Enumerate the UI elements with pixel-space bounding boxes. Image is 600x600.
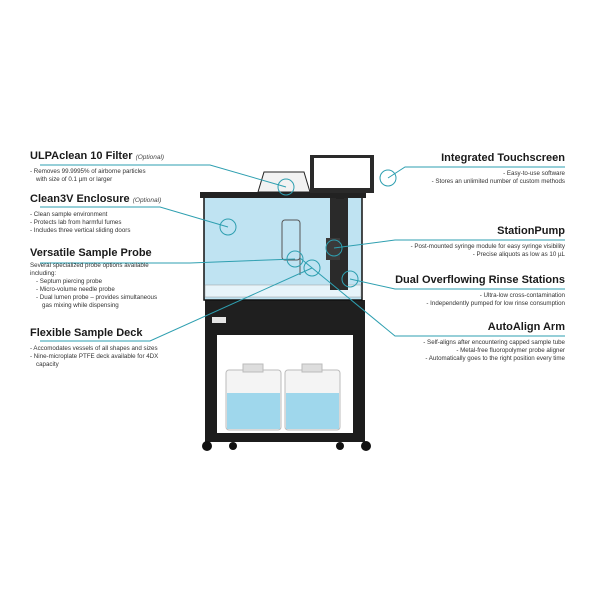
callout-title: Clean3V Enclosure (Optional) (30, 193, 162, 205)
callout-title: Dual Overflowing Rinse Stations (395, 274, 565, 286)
callout-item: - Stores an unlimited number of custom m… (431, 178, 565, 185)
callout-item: - Precise aliquots as low as 10 µL (472, 251, 565, 258)
callout-title: Flexible Sample Deck (30, 327, 143, 339)
callout-ulpa-filter: ULPAclean 10 Filter (Optional) - Removes… (30, 150, 164, 184)
bottle-icon (284, 363, 341, 431)
callout-line-stationpump (333, 239, 565, 249)
callout-line-arm (299, 257, 565, 337)
optional-tag: (Optional) (135, 154, 165, 161)
callout-title: Integrated Touchscreen (441, 152, 565, 164)
callout-item: - Easy-to-use software (503, 170, 565, 177)
wheel-icon (361, 441, 371, 451)
callout-sample-deck: Flexible Sample Deck - Accomodates vesse… (30, 327, 158, 369)
callout-line-probe (40, 258, 296, 264)
cart-badge (212, 317, 226, 323)
callout-marker-deck (303, 259, 321, 277)
callout-item: - Removes 99.9995% of airborne particles (30, 168, 146, 175)
touchscreen-icon (310, 155, 374, 199)
callout-item: - Micro-volume needle probe (36, 286, 115, 293)
callout-clean3v-enclosure: Clean3V Enclosure (Optional) - Clean sam… (30, 193, 161, 235)
cart-drawer (205, 300, 365, 330)
callout-rinse-stations: Dual Overflowing Rinse Stations - Ultra-… (395, 274, 565, 308)
callout-title: StationPump (497, 225, 565, 237)
callout-marker-ulpa (277, 178, 295, 196)
callout-marker-probe (286, 250, 304, 268)
wheel-icon (229, 442, 237, 450)
callout-marker-rinse (341, 270, 359, 288)
deck-strip (204, 284, 362, 298)
optional-tag: (Optional) (132, 197, 162, 204)
callout-marker-touchscreen (379, 169, 397, 187)
callout-line-deck (40, 267, 313, 342)
wheel-icon (202, 441, 212, 451)
callout-sample-probe: Versatile Sample Probe Several specializ… (30, 247, 157, 310)
callout-intro: Several specialized probe options availa… (30, 262, 149, 277)
filter-icon (257, 171, 311, 193)
callout-line-ulpa (40, 164, 287, 188)
callout-item: - Dual lumen probe – provides simultaneo… (36, 294, 158, 301)
callout-autoalign-arm: AutoAlign Arm - Self-aligns after encoun… (423, 321, 565, 363)
callout-marker-stationpump (325, 239, 343, 257)
enclosure-top (200, 192, 366, 198)
callout-line-enclosure (40, 206, 229, 228)
bottle-icon (225, 363, 282, 431)
callout-item: - Ultra-low cross-contamination (479, 292, 565, 299)
callout-item: - Septum piercing probe (36, 278, 103, 285)
callout-item: - Accomodates vessels of all shapes and … (30, 345, 158, 352)
callout-touchscreen: Integrated Touchscreen - Easy-to-use sof… (432, 152, 565, 186)
callout-marker-enclosure (219, 218, 237, 236)
callout-line-touchscreen (387, 166, 565, 179)
callout-item: - Automatically goes to the right positi… (425, 355, 565, 362)
callout-item: - Includes three vertical sliding doors (30, 227, 131, 234)
callout-item: - Self-aligns after encountering capped … (423, 339, 565, 346)
callout-item: - Independently pumped for low rinse con… (426, 300, 565, 307)
callout-title: ULPAclean 10 Filter (Optional) (30, 150, 165, 162)
callout-item: capacity (36, 361, 59, 368)
wheel-icon (336, 442, 344, 450)
callout-stationpump: StationPump - Post-mounted syringe modul… (411, 225, 565, 259)
callout-item: with size of 0.1 µm or larger (36, 176, 113, 183)
callout-item: gas mixing while dispensing (42, 302, 119, 309)
callout-title: Versatile Sample Probe (30, 247, 152, 259)
callout-item: - Metal-free fluoropolymer probe aligner (456, 347, 565, 354)
callout-item: - Nine-microplate PTFE deck available fo… (30, 353, 159, 360)
callout-item: - Protects lab from harmful fumes (30, 219, 122, 226)
callout-item: - Clean sample environment (30, 211, 108, 218)
callout-item: - Post-mounted syringe module for easy s… (410, 243, 565, 250)
callout-line-rinse (349, 278, 565, 290)
callout-title: AutoAlign Arm (487, 321, 565, 333)
